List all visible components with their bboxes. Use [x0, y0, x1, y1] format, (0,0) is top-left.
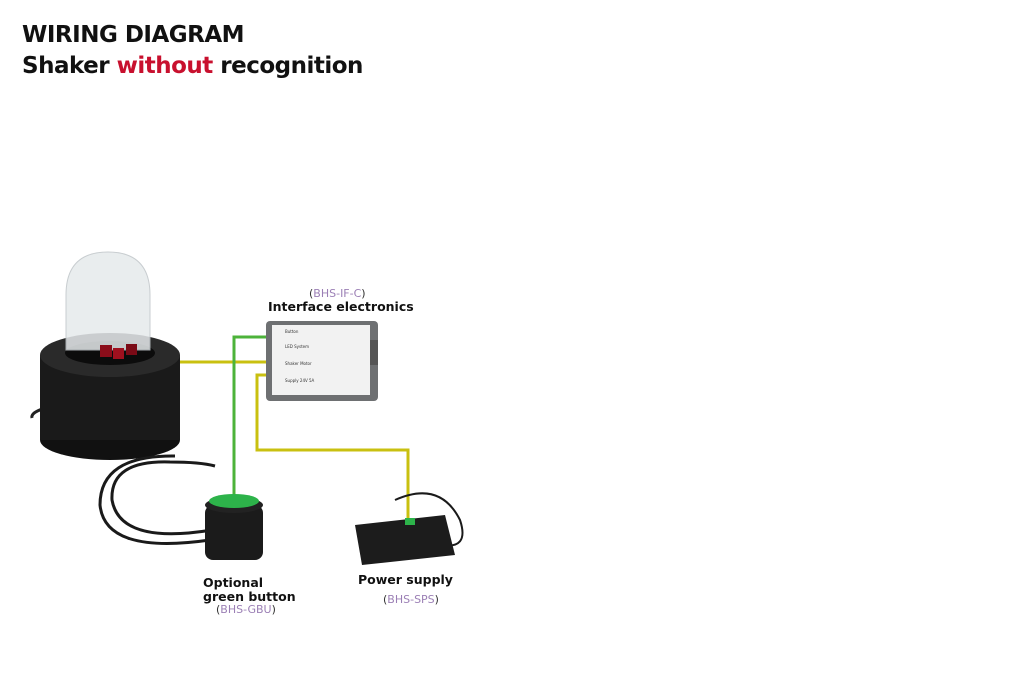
button-label-line2: green button	[203, 589, 296, 604]
interface-code: (BHS-IF-C)	[309, 287, 366, 300]
port-motor: Shaker Motor	[285, 361, 312, 366]
shaker-device	[40, 251, 180, 460]
subtitle-text-end: recognition	[212, 53, 363, 79]
subtitle-text: Shaker	[22, 53, 117, 79]
port-supply: Supply 24V 5A	[285, 378, 315, 383]
interface-box	[266, 321, 378, 401]
button-label-line1: Optional	[203, 575, 264, 590]
page-subtitle: Shaker without recognition	[22, 51, 363, 81]
page-title: WIRING DIAGRAM	[22, 22, 245, 48]
interface-label: Interface electronics	[268, 299, 414, 314]
subtitle-highlight: without	[116, 53, 214, 79]
power-label: Power supply	[358, 572, 453, 587]
button-code: (BHS-GBU)	[216, 603, 276, 616]
green-button-device	[205, 494, 263, 560]
power-supply-device	[355, 492, 464, 565]
power-code: (BHS-SPS)	[383, 593, 439, 606]
button-wire	[232, 335, 270, 497]
port-led: LED System	[285, 344, 310, 349]
port-button: Button	[285, 329, 299, 334]
power-wire	[255, 373, 410, 520]
